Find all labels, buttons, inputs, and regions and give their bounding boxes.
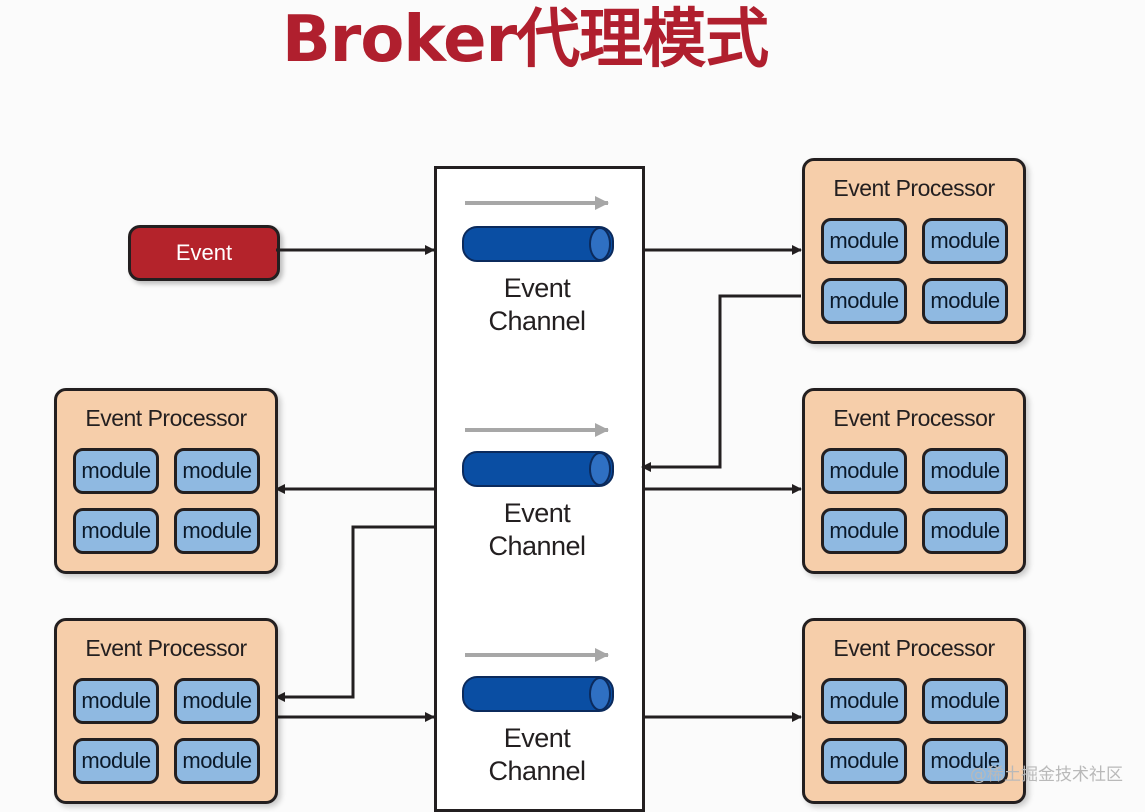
module-box: module bbox=[821, 508, 907, 554]
event-label: Event bbox=[175, 240, 233, 265]
module-box: module bbox=[174, 738, 260, 784]
arrow-left-processor-1-to-channel-3 bbox=[275, 525, 434, 702]
module-box: module bbox=[922, 448, 1008, 494]
channel-2-label: Event Channel bbox=[467, 497, 607, 563]
channel-2-tube bbox=[462, 451, 614, 487]
module-box: module bbox=[174, 678, 260, 724]
event-processor-right-3: Event Processor module module module mod… bbox=[802, 618, 1026, 804]
event-processor-right-2: Event Processor module module module mod… bbox=[802, 388, 1026, 574]
module-box: module bbox=[922, 508, 1008, 554]
module-box: module bbox=[174, 508, 260, 554]
channel-1-graphic bbox=[462, 196, 614, 262]
module-box: module bbox=[922, 738, 1008, 784]
channel-3-tube-end bbox=[589, 677, 611, 711]
channel-3-label: Event Channel bbox=[467, 722, 607, 788]
channel-2-label-line2: Channel bbox=[488, 531, 586, 561]
channel-3-label-line1: Event bbox=[503, 723, 571, 753]
module-box: module bbox=[73, 738, 159, 784]
page-title: Broker代理模式 bbox=[282, 3, 769, 77]
arrow-right-processor-1-to-channel-2 bbox=[641, 294, 801, 472]
module-box: module bbox=[73, 508, 159, 554]
channel-1-label-line2: Channel bbox=[488, 306, 586, 336]
processor-title: Event Processor bbox=[833, 405, 995, 431]
initial-event: Event bbox=[128, 225, 280, 281]
module-box: module bbox=[821, 278, 907, 324]
channel-3-label-line2: Channel bbox=[488, 756, 586, 786]
processor-title: Event Processor bbox=[85, 405, 247, 431]
module-box: module bbox=[174, 448, 260, 494]
module-box: module bbox=[821, 678, 907, 724]
channel-2-label-line1: Event bbox=[503, 498, 571, 528]
channel-2-graphic bbox=[462, 423, 614, 487]
event-processor-left-2: Event Processor module module module mod… bbox=[54, 618, 278, 804]
channel-1-label: Event Channel bbox=[467, 272, 607, 338]
module-box: module bbox=[922, 278, 1008, 324]
channel-1-label-line1: Event bbox=[503, 273, 571, 303]
module-box: module bbox=[821, 218, 907, 264]
channel-2-tube-end bbox=[589, 452, 611, 486]
channel-1-tube bbox=[462, 226, 614, 262]
module-box: module bbox=[922, 218, 1008, 264]
watermark: @稀土掘金技术社区 bbox=[970, 765, 1123, 785]
processor-title: Event Processor bbox=[833, 635, 995, 661]
channel-3-tube bbox=[462, 676, 614, 712]
event-processor-right-1: Event Processor module module module mod… bbox=[802, 158, 1026, 344]
channel-1-tube-end bbox=[589, 227, 611, 261]
processor-title: Event Processor bbox=[85, 635, 247, 661]
channel-3-graphic bbox=[462, 648, 614, 712]
module-box: module bbox=[922, 678, 1008, 724]
module-box: module bbox=[73, 448, 159, 494]
module-box: module bbox=[821, 738, 907, 784]
processor-title: Event Processor bbox=[833, 175, 995, 201]
module-box: module bbox=[821, 448, 907, 494]
event-processor-left-1: Event Processor module module module mod… bbox=[54, 388, 278, 574]
module-box: module bbox=[73, 678, 159, 724]
